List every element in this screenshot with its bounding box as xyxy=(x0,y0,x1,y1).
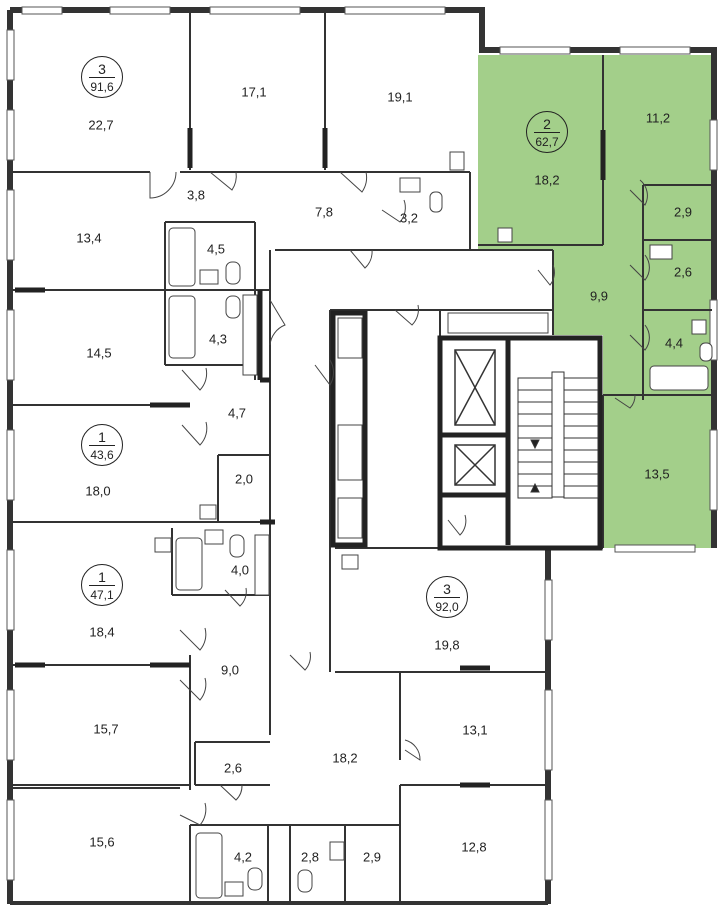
apartment-badge-3-top[interactable]: 3 91,6 xyxy=(81,56,123,98)
apartment-badge-1-b[interactable]: 1 47,1 xyxy=(81,564,123,606)
room-area-label: 19,1 xyxy=(387,89,413,105)
room-area-label: 7,8 xyxy=(314,204,334,220)
room-area-label: 19,8 xyxy=(434,637,460,653)
room-area-label: 13,5 xyxy=(644,466,670,482)
bathtubs xyxy=(168,227,709,899)
apartment-badge-1-a[interactable]: 1 43,6 xyxy=(81,424,123,466)
room-area-label: 3,2 xyxy=(399,210,419,226)
apartment-area: 91,6 xyxy=(90,80,114,94)
room-area-label: 2,0 xyxy=(234,471,254,487)
badge-divider xyxy=(89,445,115,446)
room-area-label: 15,7 xyxy=(93,721,119,737)
badge-divider xyxy=(89,585,115,586)
interior-walls xyxy=(10,10,712,904)
room-area-label: 2,6 xyxy=(223,760,243,776)
room-area-label: 17,1 xyxy=(241,84,267,100)
windows xyxy=(6,6,718,881)
room-area-label: 13,4 xyxy=(76,230,102,246)
apartment-area: 62,7 xyxy=(535,135,559,149)
utility-shafts xyxy=(242,294,549,596)
apartment-rooms: 1 xyxy=(98,429,106,445)
room-area-label: 18,0 xyxy=(85,483,111,499)
apt-2-highlight-fill[interactable] xyxy=(478,55,712,548)
elevators xyxy=(454,349,496,486)
apartment-badge-3-center[interactable]: 3 92,0 xyxy=(426,576,468,618)
room-area-label: 4,3 xyxy=(208,331,228,347)
room-area-label: 2,9 xyxy=(362,849,382,865)
room-area-label: 14,5 xyxy=(86,345,112,361)
room-area-label: 3,8 xyxy=(186,187,206,203)
room-area-label: 4,7 xyxy=(227,405,247,421)
room-area-label: 2,9 xyxy=(673,204,693,220)
badge-divider xyxy=(534,132,560,133)
apartment-area: 47,1 xyxy=(90,588,114,602)
room-area-label: 15,6 xyxy=(89,834,115,850)
room-area-label: 18,4 xyxy=(89,624,115,640)
stairs xyxy=(517,371,599,499)
apartment-rooms: 1 xyxy=(98,569,106,585)
room-area-label: 4,0 xyxy=(230,562,250,578)
apartment-rooms: 3 xyxy=(98,61,106,77)
room-area-label: 13,1 xyxy=(462,722,488,738)
apartment-rooms: 2 xyxy=(543,116,551,132)
room-area-label: 2,8 xyxy=(300,849,320,865)
apartment-area: 92,0 xyxy=(435,600,459,614)
room-area-label: 12,8 xyxy=(461,839,487,855)
room-area-label: 4,5 xyxy=(206,241,226,257)
room-area-label: 4,4 xyxy=(664,335,684,351)
room-area-label: 9,9 xyxy=(589,288,609,304)
doors xyxy=(149,171,650,826)
room-area-label: 9,0 xyxy=(220,662,240,678)
room-area-label: 18,2 xyxy=(332,750,358,766)
apartment-area: 43,6 xyxy=(90,448,114,462)
room-area-label: 18,2 xyxy=(534,172,560,188)
room-area-label: 2,6 xyxy=(673,264,693,280)
structural-walls xyxy=(15,128,606,788)
apartment-rooms: 3 xyxy=(443,581,451,597)
badge-divider xyxy=(434,597,460,598)
fixtures xyxy=(154,151,713,897)
badge-divider xyxy=(89,77,115,78)
room-area-label: 4,2 xyxy=(233,849,253,865)
room-area-label: 11,2 xyxy=(645,110,671,126)
apartment-badge-2-highlight[interactable]: 2 62,7 xyxy=(526,111,568,153)
room-area-label: 22,7 xyxy=(88,117,114,133)
